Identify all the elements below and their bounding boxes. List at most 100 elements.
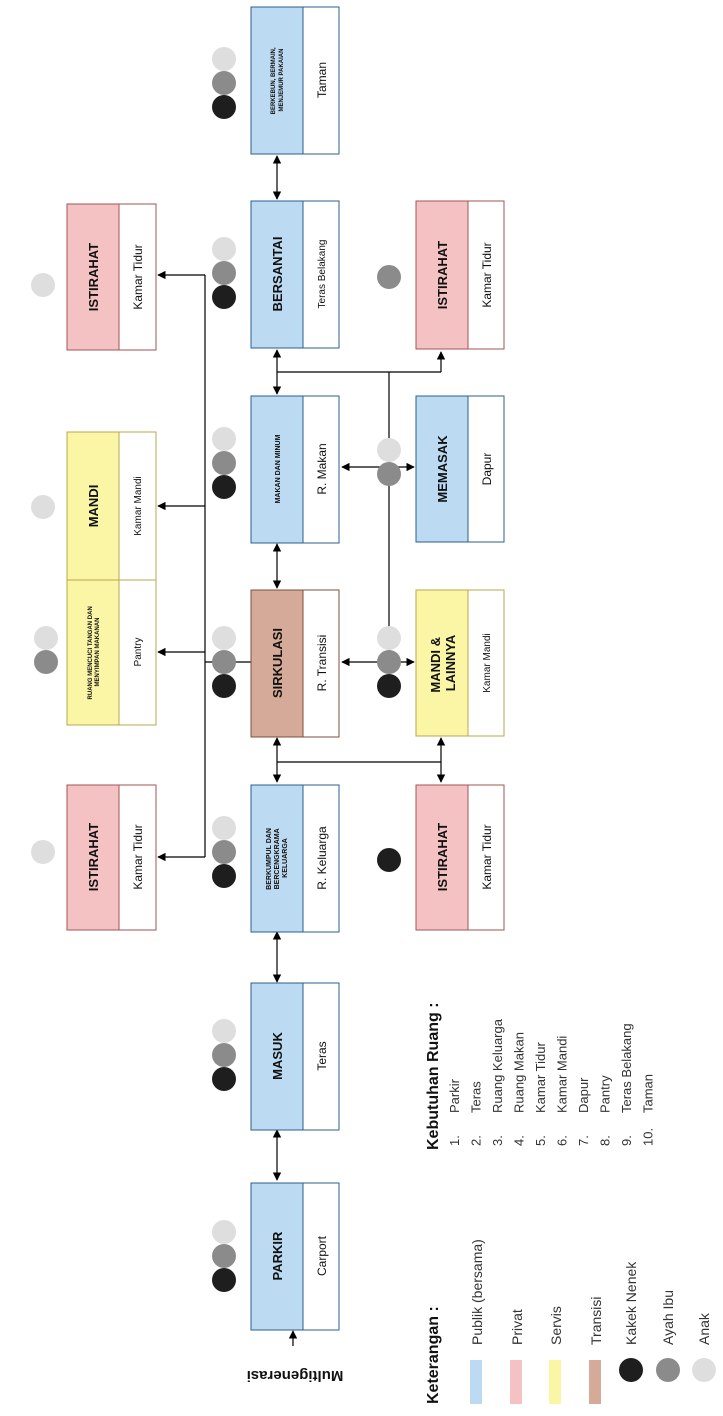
legend-label-servis: Servis xyxy=(548,1306,564,1345)
dot-kakek-nenek xyxy=(212,95,236,119)
dot-anak xyxy=(377,626,401,650)
dot-kakek-nenek xyxy=(377,674,401,698)
kebutuhan-item-num: 8. xyxy=(598,1135,613,1146)
dot-kakek-nenek xyxy=(377,848,401,872)
dots-masuk xyxy=(212,1019,236,1091)
node-parkir: PARKIR Carport xyxy=(250,1182,340,1331)
legend: Keterangan : Publik (bersama) Privat Ser… xyxy=(425,1239,716,1404)
node-istirahat-top-1-room: Kamar Tidur xyxy=(131,824,145,889)
dots-berkebun xyxy=(212,47,236,119)
node-mandi-bot: MANDI & LAINNYA Kamar Mandi xyxy=(415,589,505,737)
node-berkebun-activity: BERKEBUN, BERMAIN, MENJEMUR PAKAIAN xyxy=(271,46,285,115)
node-masuk-activity: MASUK xyxy=(270,1032,285,1080)
node-sirkulasi: SIRKULASI R. Transisi xyxy=(250,589,340,738)
node-sirkulasi-activity: SIRKULASI xyxy=(270,628,285,698)
node-parkir-activity: PARKIR xyxy=(270,1231,285,1280)
node-sirkulasi-room: R. Transisi xyxy=(315,635,329,692)
dot-kakek-nenek xyxy=(212,1067,236,1091)
node-istirahat-bot-1-room: Kamar Tidur xyxy=(480,824,494,889)
dot-ayah-ibu xyxy=(212,71,236,95)
node-memasak-room: Dapur xyxy=(480,453,494,486)
legend-dot-ayah-ibu xyxy=(656,1358,680,1382)
dot-anak xyxy=(212,237,236,261)
dot-anak xyxy=(212,626,236,650)
node-ruang-cuci: RUANG MENCUCI TANGAN DAN MENYIMPAN MAKAN… xyxy=(66,579,157,726)
kebutuhan-item-name: Dapur xyxy=(576,1077,591,1113)
node-memasak-activity: MEMASAK xyxy=(435,435,450,503)
user-dots xyxy=(31,47,401,1292)
kebutuhan-item-num: 1. xyxy=(447,1135,462,1146)
dot-kakek-nenek xyxy=(212,674,236,698)
dots-sirkulasi xyxy=(212,626,236,698)
kebutuhan-item-num: 5. xyxy=(533,1135,548,1146)
dot-ayah-ibu xyxy=(377,650,401,674)
dot-ayah-ibu xyxy=(377,265,401,289)
node-berkebun: BERKEBUN, BERMAIN, MENJEMUR PAKAIAN Tama… xyxy=(250,6,340,155)
legend-swatch-servis xyxy=(549,1360,561,1404)
node-mandi-top-activity: MANDI xyxy=(86,485,101,528)
legend-label-kakek-nenek: Kakek Nenek xyxy=(623,1261,639,1345)
legend-label-transisi: Transisi xyxy=(588,1297,604,1346)
node-berkumpul-room: R. Keluarga xyxy=(315,826,329,890)
dot-kakek-nenek xyxy=(212,864,236,888)
node-istirahat-bot-1-activity: ISTIRAHAT xyxy=(435,823,450,891)
node-bersantai-activity: BERSANTAI xyxy=(270,237,285,312)
node-makan: MAKAN DAN MINUM R. Makan xyxy=(250,395,340,544)
node-mandi-top-room: Kamar Mandi xyxy=(133,476,144,535)
dots-makan xyxy=(212,427,236,499)
node-istirahat-bot-1: ISTIRAHAT Kamar Tidur xyxy=(415,784,505,931)
node-istirahat-top-2: ISTIRAHAT Kamar Tidur xyxy=(66,203,157,351)
kebutuhan-item-num: 9. xyxy=(619,1135,634,1146)
node-parkir-room: Carport xyxy=(315,1235,329,1276)
dots-memasak xyxy=(377,438,401,486)
kebutuhan-title: Kebutuhan Ruang : xyxy=(425,1002,442,1150)
kebutuhan-ruang: Kebutuhan Ruang : 1.Parkir2.Teras3.Ruang… xyxy=(425,1002,656,1150)
legend-title: Keterangan : xyxy=(425,1306,442,1404)
dot-ayah-ibu xyxy=(212,650,236,674)
kebutuhan-item-name: Ruang Makan xyxy=(512,1032,527,1113)
diagram-title: Multigenerasi xyxy=(247,1367,344,1384)
legend-label-publik: Publik (bersama) xyxy=(469,1239,485,1345)
kebutuhan-item-name: Teras Belakang xyxy=(619,1023,634,1113)
dot-ayah-ibu xyxy=(212,840,236,864)
node-istirahat-top-2-room: Kamar Tidur xyxy=(131,244,145,309)
dots-parkir xyxy=(212,1220,236,1292)
node-istirahat-top-1: ISTIRAHAT Kamar Tidur xyxy=(66,784,157,931)
node-istirahat-bot-2-activity: ISTIRAHAT xyxy=(435,241,450,309)
legend-swatch-transisi xyxy=(589,1360,601,1404)
node-istirahat-bot-2: ISTIRAHAT Kamar Tidur xyxy=(415,200,505,350)
dot-kakek-nenek xyxy=(212,1268,236,1292)
node-ruang-cuci-activity: RUANG MENCUCI TANGAN DAN MENYIMPAN MAKAN… xyxy=(88,605,101,700)
kebutuhan-item-name: Teras xyxy=(469,1081,484,1113)
kebutuhan-item-name: Pantry xyxy=(598,1075,613,1113)
dot-anak xyxy=(212,427,236,451)
node-makan-room: R. Makan xyxy=(315,443,329,494)
kebutuhan-item-num: 7. xyxy=(576,1135,591,1146)
node-berkumpul: BERKUMPUL DAN BERCENGKRAMA KELUARGA R. K… xyxy=(250,784,340,933)
kebutuhan-item-name: Kamar Mandi xyxy=(555,1036,570,1113)
kebutuhan-item-name: Parkir xyxy=(447,1078,462,1113)
node-berkebun-room: Taman xyxy=(315,62,329,98)
dot-ayah-ibu xyxy=(377,462,401,486)
dot-kakek-nenek xyxy=(212,285,236,309)
legend-swatch-privat xyxy=(510,1360,522,1404)
dot-anak xyxy=(31,840,55,864)
dot-anak xyxy=(31,495,55,519)
node-berkumpul-activity: BERKUMPUL DAN BERCENGKRAMA KELUARGA xyxy=(266,826,289,890)
dot-anak xyxy=(34,626,58,650)
kebutuhan-item-name: Taman xyxy=(641,1074,656,1113)
legend-swatch-publik xyxy=(470,1360,482,1404)
kebutuhan-item-num: 2. xyxy=(469,1135,484,1146)
kebutuhan-item-num: 6. xyxy=(555,1135,570,1146)
dots-berkumpul xyxy=(212,816,236,888)
dot-ayah-ibu xyxy=(212,451,236,475)
kebutuhan-item-num: 10. xyxy=(641,1128,656,1146)
dot-anak xyxy=(212,816,236,840)
node-makan-activity: MAKAN DAN MINUM xyxy=(275,434,282,503)
node-masuk: MASUK Teras xyxy=(250,982,340,1131)
dot-ayah-ibu xyxy=(212,1043,236,1067)
dot-anak xyxy=(31,273,55,297)
node-ruang-cuci-room: Pantry xyxy=(133,638,144,667)
